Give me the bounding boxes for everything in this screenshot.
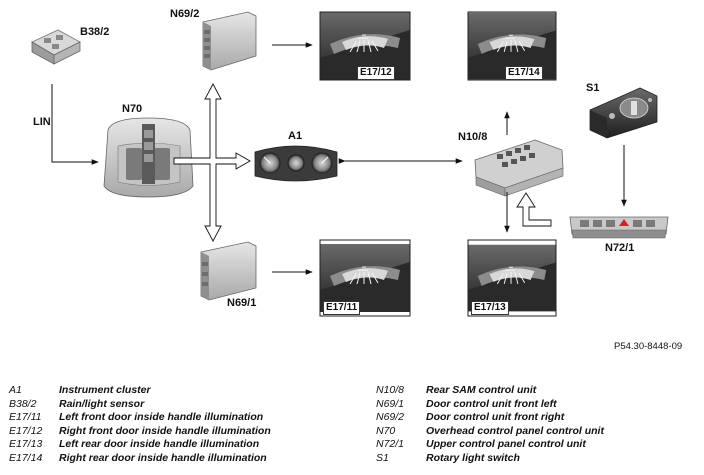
- bus-arrow-n72-1-to-n10-8: [516, 192, 552, 227]
- legend-row: E17/12 Right front door inside handle ill…: [9, 425, 271, 439]
- rain-light-sensor-image: [31, 29, 81, 65]
- bus-arrow-n70: [173, 83, 251, 242]
- legend-code: N69/1: [376, 397, 405, 410]
- caption-e17-13: E17/13: [471, 301, 509, 315]
- legend-desc: Rain/light sensor: [59, 397, 145, 410]
- legend-row: A1 Instrument cluster: [9, 384, 271, 398]
- legend-row: E17/13 Left rear door inside handle illum…: [9, 438, 271, 452]
- label-n69-1: N69/1: [227, 297, 257, 309]
- label-n69-2: N69/2: [170, 8, 200, 20]
- legend-row: N70 Overhead control panel control unit: [376, 425, 604, 439]
- legend-code: N10/8: [376, 384, 405, 396]
- label-n70: N70: [122, 103, 143, 115]
- caption-e17-12: E17/12: [357, 66, 395, 80]
- legend-desc: Door control unit front left: [426, 397, 557, 410]
- rear-sam-control-unit-image: [474, 139, 564, 197]
- legend-code: B38/2: [9, 397, 37, 410]
- label-lin: LIN: [33, 116, 51, 128]
- legend-code: N70: [376, 424, 396, 437]
- caption-e17-11: E17/11: [323, 301, 361, 315]
- label-s1: S1: [586, 82, 600, 94]
- legend-row: N69/2 Door control unit front right: [376, 411, 604, 425]
- legend-row: B38/2 Rain/light sensor: [9, 398, 271, 412]
- legend-desc: Left rear door inside handle illuminatio…: [59, 438, 260, 450]
- caption-e17-14: E17/14: [505, 66, 543, 80]
- upper-control-panel-image: [569, 216, 669, 239]
- legend-code: N69/2: [376, 411, 405, 423]
- photo-e17-12: [319, 11, 411, 81]
- legend-desc: Right front door inside handle illuminat…: [59, 424, 271, 437]
- label-a1: A1: [288, 130, 303, 142]
- photo-e17-14: [467, 11, 557, 81]
- legend-row: N10/8 Rear SAM control unit: [376, 384, 604, 398]
- legend-desc: Overhead control panel control unit: [426, 424, 604, 437]
- legend-desc: Door control unit front right: [426, 411, 565, 423]
- legend-code: S1: [376, 451, 389, 464]
- legend-row: N72/1 Upper control panel control unit: [376, 438, 604, 452]
- legend-desc: Upper control panel control unit: [426, 438, 586, 450]
- label-b38-2: B38/2: [80, 26, 110, 38]
- legend-row: N69/1 Door control unit front left: [376, 398, 604, 412]
- instrument-cluster-image: [254, 145, 338, 182]
- door-control-unit-front-left-image: [200, 241, 257, 301]
- legend-code: E17/14: [9, 451, 43, 464]
- overhead-control-panel-image: [103, 117, 194, 198]
- legend-row: S1 Rotary light switch: [376, 452, 604, 466]
- figure-reference: P54.30-8448-09: [614, 341, 683, 352]
- label-n72-1: N72/1: [605, 242, 635, 254]
- legend-code: E17/13: [9, 438, 43, 450]
- wiring-diagram: [31, 11, 669, 317]
- rotary-light-switch-image: [589, 87, 658, 139]
- legend-desc: Left front door inside handle illuminati…: [59, 411, 264, 423]
- legend-code: A1: [9, 384, 22, 396]
- legend-desc: Right rear door inside handle illuminati…: [59, 451, 267, 464]
- legend-code: E17/12: [9, 424, 43, 437]
- label-n10-8: N10/8: [458, 131, 488, 143]
- photo-e17-11: [319, 239, 411, 317]
- legend-code: N72/1: [376, 438, 405, 450]
- legend-desc: Rotary light switch: [426, 451, 520, 464]
- legend-desc: Instrument cluster: [59, 384, 151, 396]
- legend-left: A1 Instrument cluster B38/2 Rain/light sen…: [9, 384, 271, 465]
- legend-desc: Rear SAM control unit: [426, 384, 537, 396]
- legend-row: E17/14 Right rear door inside handle illu…: [9, 452, 271, 466]
- legend-code: E17/11: [9, 411, 42, 423]
- lin-arrow: [51, 84, 99, 165]
- door-control-unit-front-right-image: [202, 11, 257, 71]
- signal-arrows: [51, 42, 627, 275]
- photo-e17-13: [467, 239, 557, 317]
- legend-row: E17/11 Left front door inside handle illu…: [9, 411, 271, 425]
